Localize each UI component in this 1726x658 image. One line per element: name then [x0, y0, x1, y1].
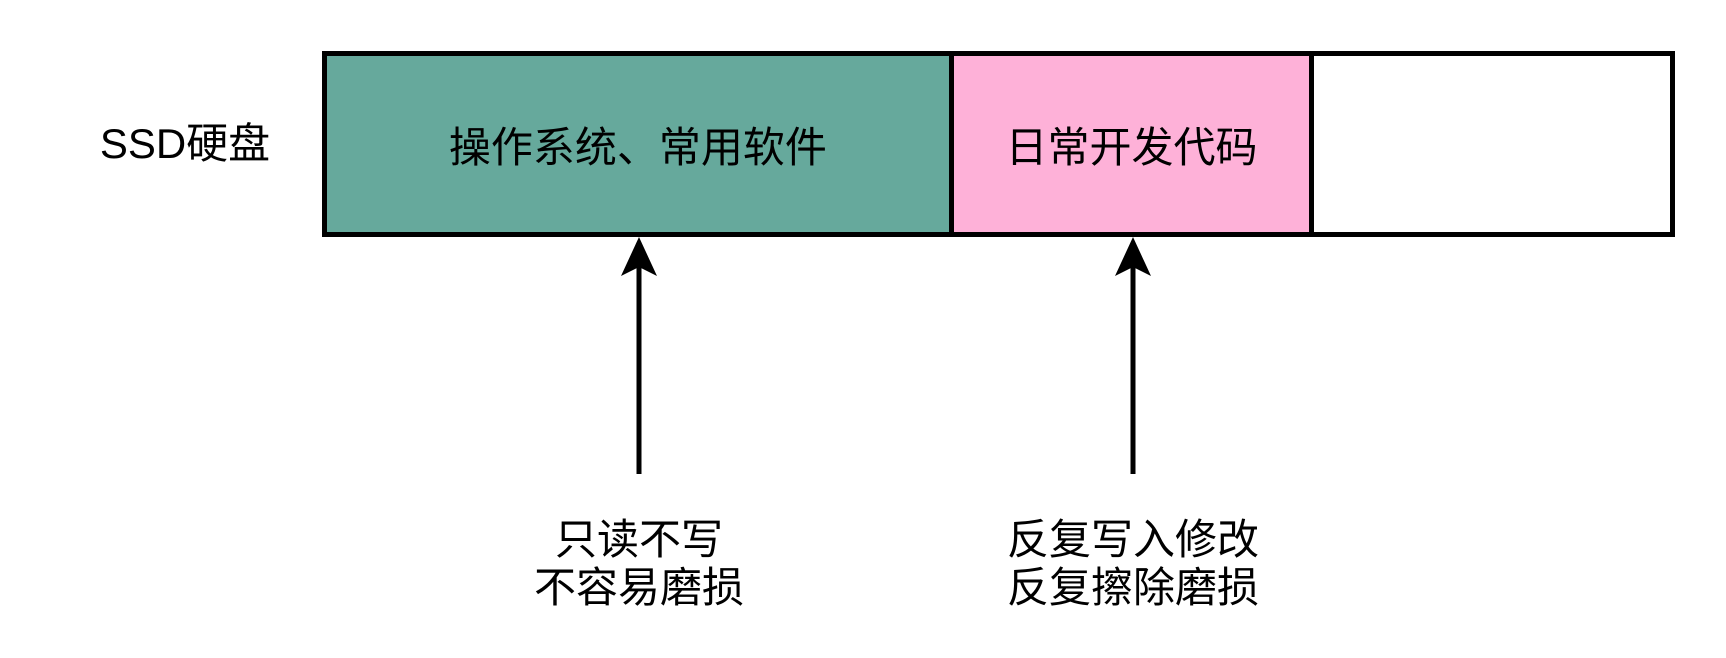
- segment-os-software: 操作系统、常用软件: [327, 56, 949, 232]
- segment-free-space: [1309, 56, 1670, 232]
- annotation-dev-wear-line2: 反复擦除磨损: [1006, 564, 1259, 611]
- segment-os-software-label: 操作系统、常用软件: [448, 123, 827, 171]
- annotation-os-wear: 只读不写 不容易磨损: [459, 516, 819, 612]
- annotation-dev-wear-line1: 反复写入修改: [1006, 516, 1259, 563]
- annotation-os-wear-line2: 不容易磨损: [533, 564, 744, 611]
- arrow-up-os-icon: [621, 237, 657, 474]
- segment-dev-code: 日常开发代码: [948, 56, 1310, 232]
- segment-dev-code-label: 日常开发代码: [1005, 123, 1258, 171]
- ssd-bar: 操作系统、常用软件 日常开发代码: [322, 51, 1675, 237]
- arrow-up-dev-icon: [1115, 237, 1151, 474]
- annotation-dev-wear: 反复写入修改 反复擦除磨损: [953, 516, 1313, 612]
- annotation-os-wear-line1: 只读不写: [554, 516, 723, 563]
- disk-label: SSD硬盘: [99, 120, 271, 168]
